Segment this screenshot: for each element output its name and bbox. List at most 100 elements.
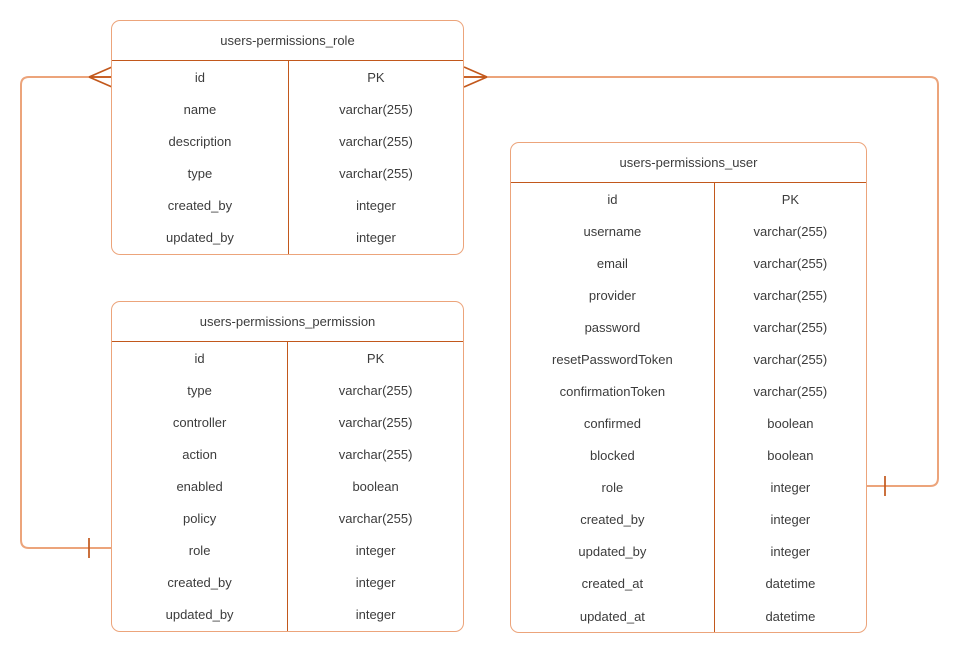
field-name: policy — [112, 502, 289, 535]
field-type: PK — [367, 69, 385, 85]
field-name: role — [112, 534, 289, 567]
field-name: type — [112, 374, 289, 407]
table-title: users-permissions_user — [511, 143, 866, 183]
field-name: role — [511, 471, 715, 504]
table-row: policy varchar(255) — [112, 502, 463, 535]
table-row: created_by integer — [511, 503, 866, 536]
table-body: id PK name varchar(255) description varc… — [112, 61, 463, 255]
field-name: username — [511, 215, 715, 248]
relationship-role-permission[interactable] — [20, 66, 113, 558]
table-row: blocked boolean — [511, 439, 866, 472]
table-row: id PK — [112, 342, 463, 375]
field-name: resetPasswordToken — [511, 343, 715, 376]
field-type: boolean — [767, 416, 814, 432]
field-type: varchar(255) — [339, 133, 413, 149]
field-type: integer — [770, 480, 811, 496]
field-name: confirmed — [511, 407, 715, 440]
field-type: boolean — [767, 448, 814, 464]
table-row: id PK — [511, 183, 866, 216]
field-type: PK — [781, 191, 800, 207]
field-name: password — [511, 311, 715, 344]
table-body: id PK type varchar(255) controller varch… — [112, 342, 463, 631]
field-type: PK — [366, 350, 385, 366]
field-name: enabled — [112, 470, 289, 503]
table-row: role integer — [112, 534, 463, 567]
field-name: type — [112, 157, 289, 190]
field-name: confirmationToken — [511, 375, 715, 408]
field-name: description — [112, 125, 289, 158]
crow-foot-many-icon — [463, 66, 488, 88]
field-name: controller — [112, 406, 289, 439]
table-row: id PK — [112, 61, 463, 94]
field-type: integer — [770, 544, 811, 560]
field-name: created_at — [511, 567, 715, 601]
table-row: controller varchar(255) — [112, 406, 463, 439]
table-row: created_by integer — [112, 566, 463, 599]
table-row: provider varchar(255) — [511, 279, 866, 312]
field-type: varchar(255) — [753, 223, 828, 239]
field-name: id — [511, 183, 715, 216]
field-type: integer — [355, 607, 396, 623]
entity-table-1[interactable]: users-permissions_role id PK name varcha… — [111, 20, 464, 255]
table-row: description varchar(255) — [112, 125, 463, 158]
relationship-line[interactable] — [20, 76, 111, 549]
table-title: users-permissions_permission — [112, 302, 463, 342]
table-row: email varchar(255) — [511, 247, 866, 280]
field-name: provider — [511, 279, 715, 312]
table-row: updated_by integer — [511, 535, 866, 568]
table-row: username varchar(255) — [511, 215, 866, 248]
field-name: name — [112, 93, 289, 126]
table-row: role integer — [511, 471, 866, 504]
field-name: id — [112, 61, 289, 94]
field-name: updated_by — [112, 598, 289, 631]
table-row: updated_by integer — [112, 598, 463, 631]
table-row: enabled boolean — [112, 470, 463, 503]
field-type: varchar(255) — [753, 351, 828, 367]
field-type: varchar(255) — [339, 101, 413, 117]
field-type: varchar(255) — [338, 446, 413, 462]
field-type: varchar(255) — [338, 382, 413, 398]
field-type: integer — [356, 198, 396, 214]
field-name: updated_by — [112, 221, 289, 255]
field-type: integer — [770, 512, 811, 528]
field-type: varchar(255) — [338, 511, 413, 527]
field-name: updated_at — [511, 600, 715, 633]
table-row: type varchar(255) — [112, 157, 463, 190]
table-row: created_at datetime — [511, 567, 866, 601]
table-row: confirmationToken varchar(255) — [511, 375, 866, 408]
entity-table-2[interactable]: users-permissions_permission id PK type … — [111, 301, 464, 632]
field-type: varchar(255) — [338, 414, 413, 430]
field-type: varchar(255) — [753, 255, 828, 271]
field-name: updated_by — [511, 535, 715, 568]
field-name: blocked — [511, 439, 715, 472]
table-row: updated_by integer — [112, 221, 463, 255]
field-type: datetime — [765, 608, 816, 624]
table-row: name varchar(255) — [112, 93, 463, 126]
field-type: integer — [355, 575, 396, 591]
table-title: users-permissions_role — [112, 21, 463, 61]
field-name: created_by — [112, 189, 289, 222]
table-row: action varchar(255) — [112, 438, 463, 471]
field-type: integer — [356, 230, 396, 246]
field-type: boolean — [352, 478, 399, 494]
field-name: created_by — [112, 566, 289, 599]
field-type: varchar(255) — [753, 384, 828, 399]
table-row: updated_at datetime — [511, 600, 866, 633]
table-row: type varchar(255) — [112, 374, 463, 407]
entity-table-3[interactable]: users-permissions_user id PK username va… — [510, 142, 867, 633]
crow-foot-many-icon — [88, 66, 113, 88]
field-name: action — [112, 438, 289, 471]
field-type: varchar(255) — [753, 319, 828, 335]
field-name: created_by — [511, 503, 715, 536]
table-row: confirmed boolean — [511, 407, 866, 440]
field-type: datetime — [765, 576, 816, 592]
field-type: varchar(255) — [339, 166, 413, 182]
field-type: integer — [355, 543, 396, 559]
table-row: password varchar(255) — [511, 311, 866, 344]
field-name: email — [511, 247, 715, 280]
field-name: id — [112, 342, 289, 375]
table-row: created_by integer — [112, 189, 463, 222]
field-type: varchar(255) — [753, 287, 828, 303]
table-body: id PK username varchar(255) email varcha… — [511, 183, 866, 633]
